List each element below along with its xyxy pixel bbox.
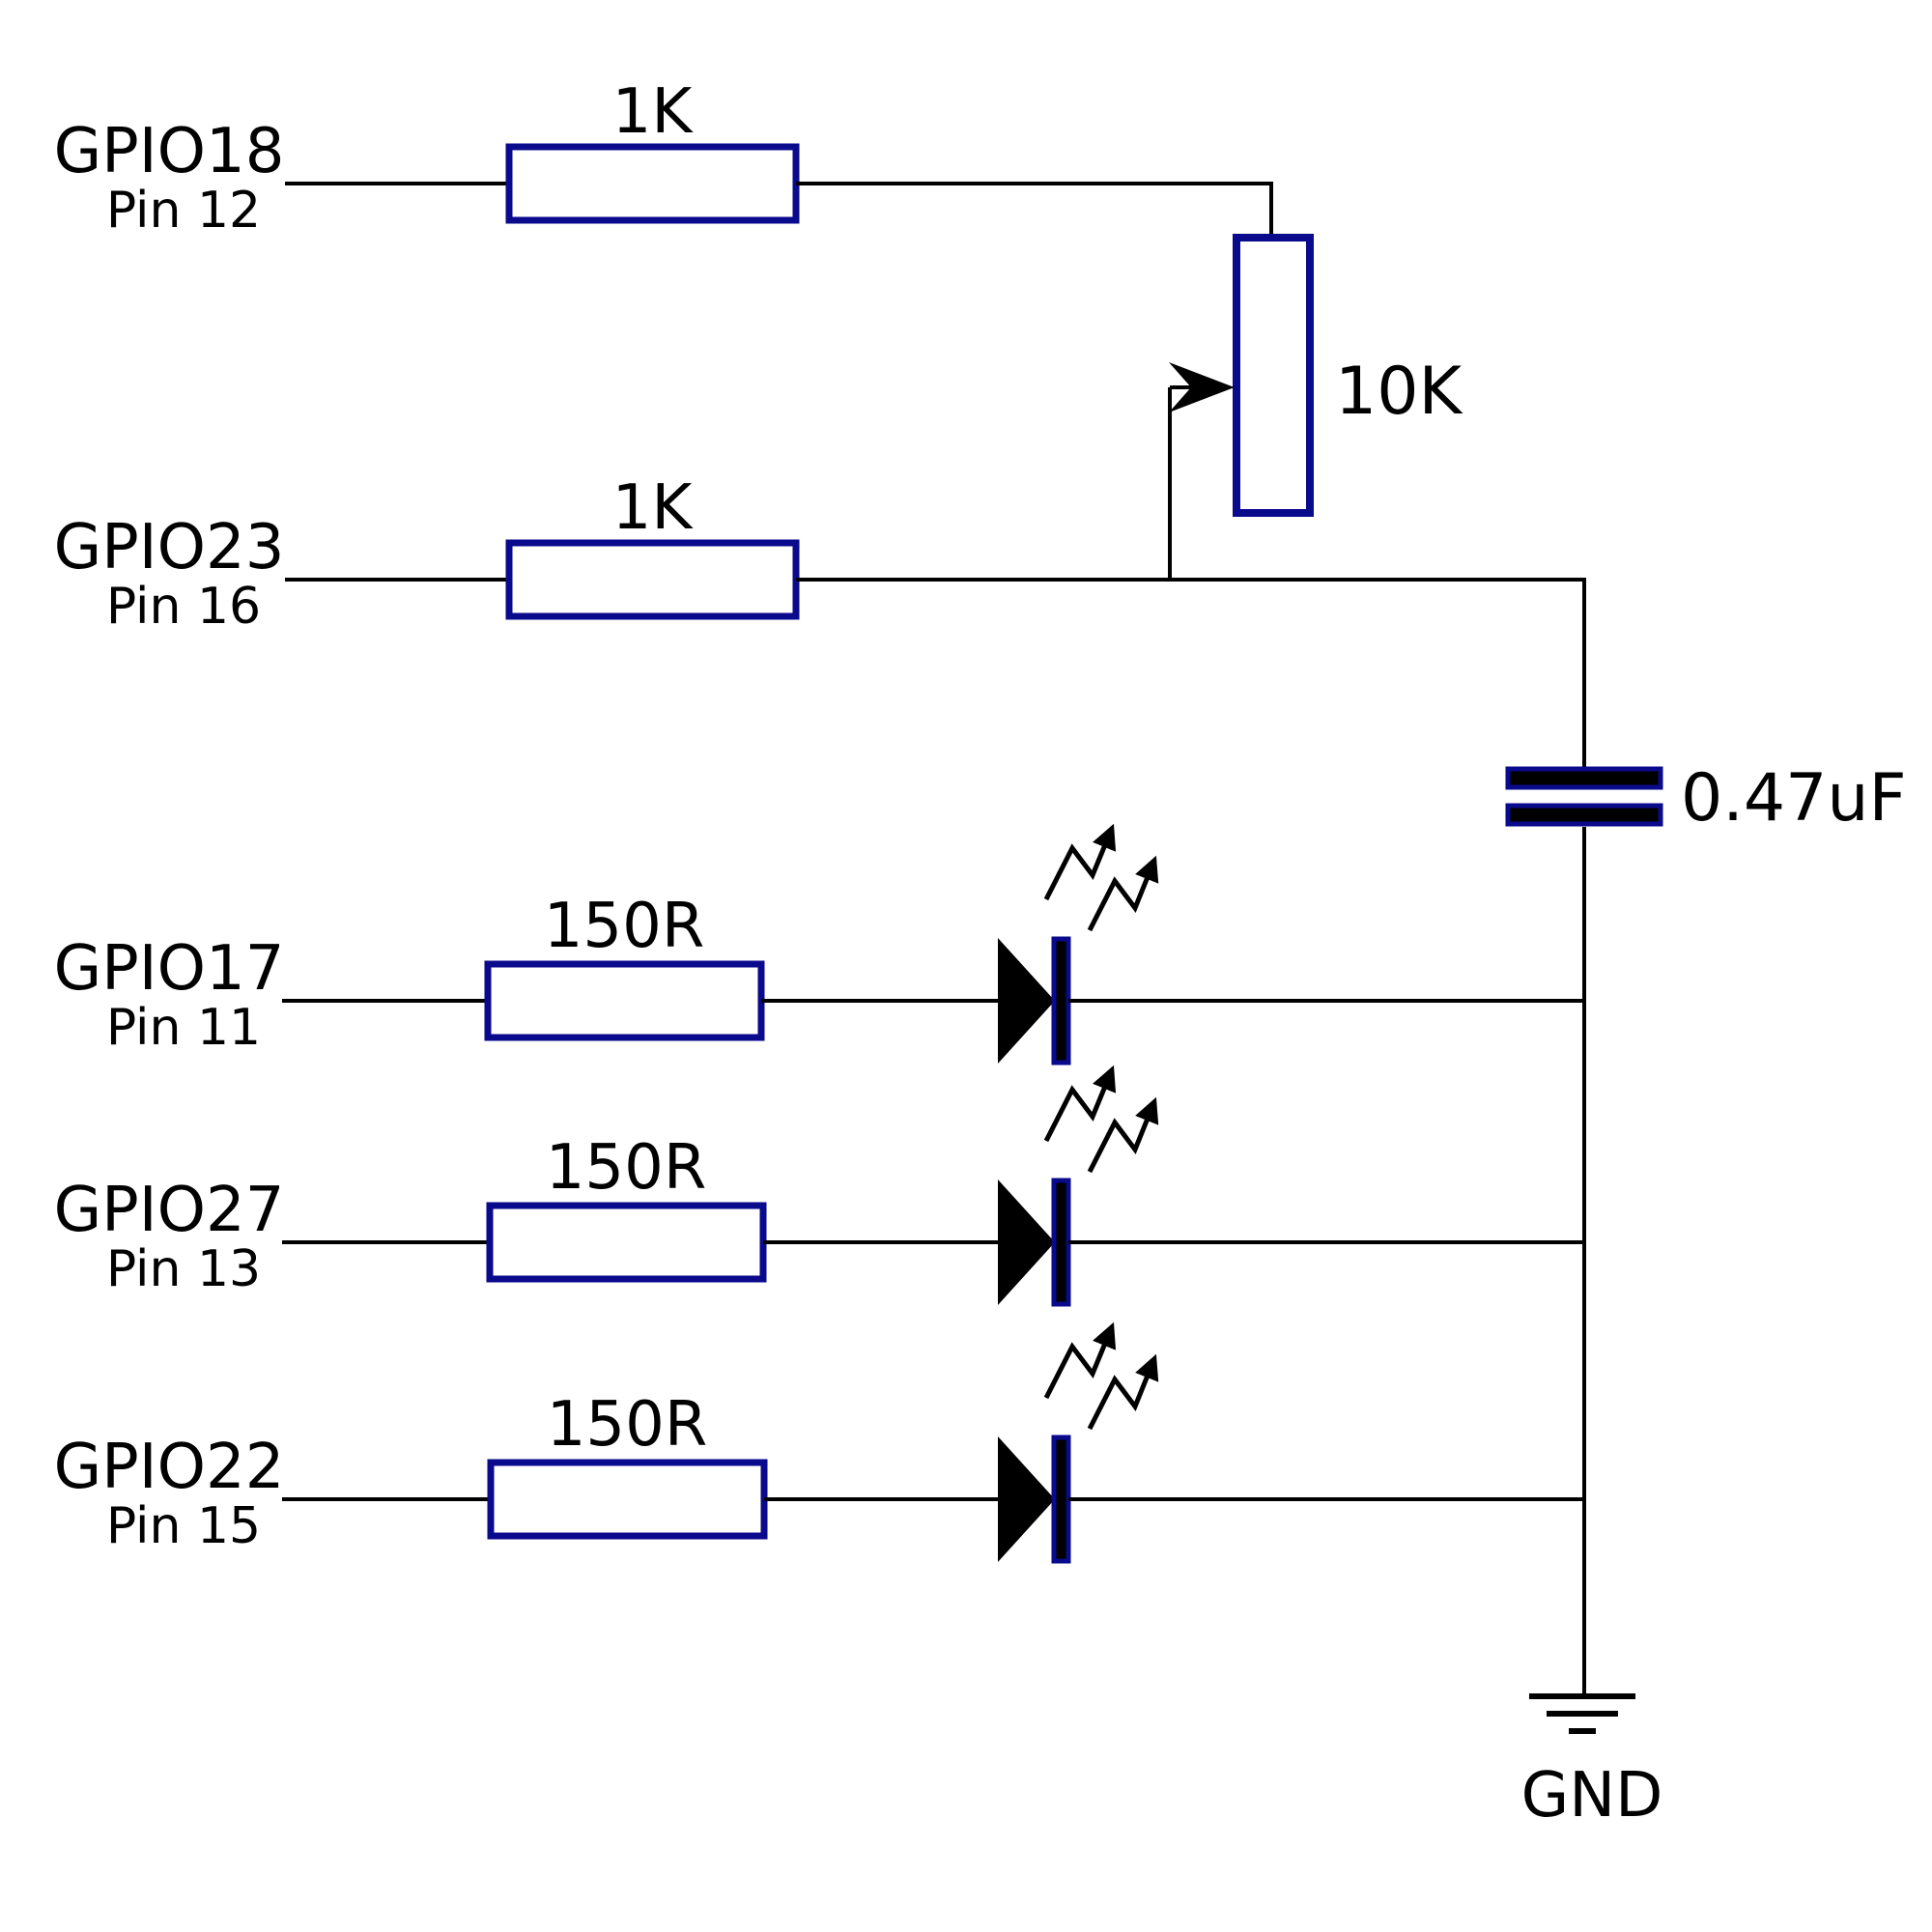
ground-label: GND — [1521, 1760, 1663, 1832]
resistor-gpio18-value: 1K — [612, 76, 695, 148]
resistor-gpio18 — [505, 143, 800, 224]
led-light-rays-icon — [1043, 1065, 1159, 1174]
resistor-gpio23 — [505, 539, 800, 620]
capacitor-value: 0.47uF — [1681, 760, 1907, 837]
led-cathode-bar — [1051, 1178, 1071, 1307]
row-gpio23: GPIO23 Pin 16 1K — [54, 472, 1586, 769]
potentiometer-body — [1233, 234, 1314, 517]
led-light-rays-icon — [1043, 1321, 1159, 1431]
gpio17-label: GPIO17 — [54, 933, 285, 1005]
capacitor: 0.47uF — [1505, 760, 1907, 837]
resistor-gpio17 — [484, 960, 765, 1041]
capacitor-plate-bottom — [1505, 803, 1663, 827]
gpio27-pin-label: Pin 13 — [106, 1240, 261, 1298]
resistor-gpio23-value: 1K — [612, 472, 695, 544]
row-gpio27: GPIO27 Pin 13 150R — [54, 1065, 1584, 1307]
led-anode-triangle — [998, 938, 1055, 1064]
wire — [796, 182, 1273, 238]
row-gpio17: GPIO17 Pin 11 150R — [54, 823, 1584, 1065]
led-cathode-bar — [1051, 1435, 1071, 1564]
led-gpio17 — [998, 823, 1159, 1065]
row-gpio18: GPIO18 Pin 12 1K — [54, 76, 1273, 240]
row-gpio22: GPIO22 Pin 15 150R — [54, 1321, 1584, 1564]
resistor-gpio22-value: 150R — [547, 1389, 708, 1461]
resistor-gpio27-value: 150R — [546, 1132, 707, 1204]
gpio23-pin-label: Pin 16 — [106, 578, 261, 636]
led-cathode-bar — [1051, 936, 1071, 1065]
led-anode-triangle — [998, 1179, 1055, 1305]
ground-icon — [1529, 1693, 1635, 1734]
wiper-arrow-icon — [1169, 362, 1235, 412]
gpio17-pin-label: Pin 11 — [106, 999, 261, 1057]
gpio18-pin-label: Pin 12 — [106, 182, 261, 240]
led-anode-triangle — [998, 1436, 1055, 1562]
gpio23-label: GPIO23 — [54, 512, 285, 583]
gpio22-label: GPIO22 — [54, 1432, 285, 1503]
gpio18-label: GPIO18 — [54, 116, 285, 187]
potentiometer: 10K — [1168, 234, 1464, 580]
resistor-gpio22 — [487, 1459, 768, 1540]
led-gpio27 — [998, 1065, 1159, 1307]
gpio22-pin-label: Pin 15 — [106, 1497, 261, 1555]
led-gpio22 — [998, 1321, 1159, 1564]
potentiometer-value: 10K — [1335, 354, 1464, 430]
capacitor-plate-top — [1505, 766, 1663, 790]
led-light-rays-icon — [1043, 823, 1159, 932]
wire — [796, 578, 1586, 769]
resistor-gpio27 — [486, 1202, 767, 1283]
gpio27-label: GPIO27 — [54, 1175, 285, 1246]
resistor-gpio17-value: 150R — [544, 891, 705, 962]
